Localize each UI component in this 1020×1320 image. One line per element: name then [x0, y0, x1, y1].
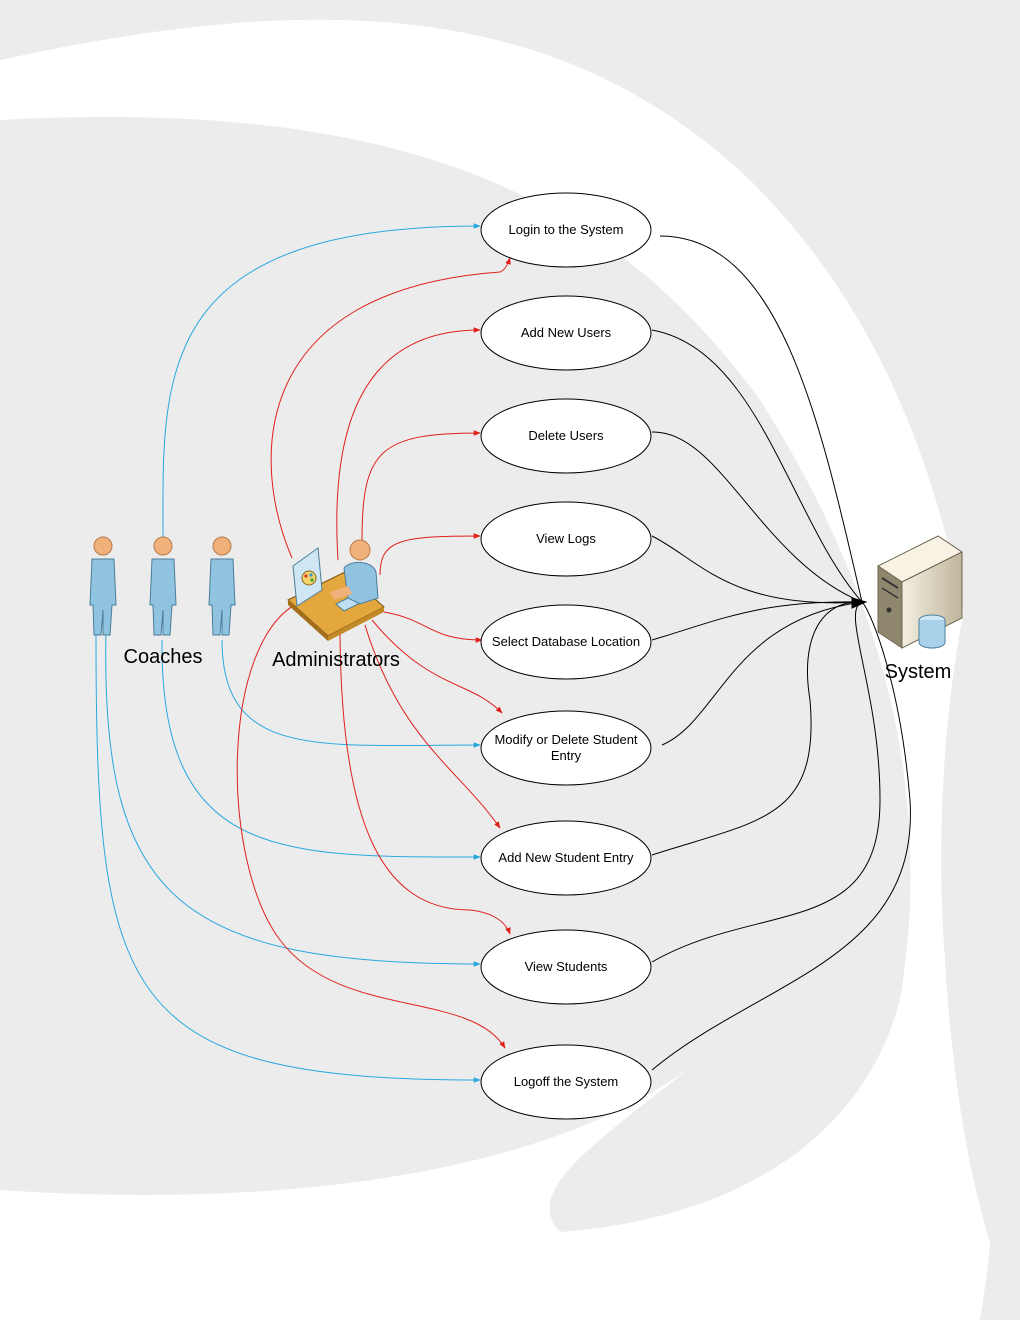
- coach-link-view-students: [105, 629, 481, 967]
- use-case-ellipse: [480, 820, 652, 896]
- use-case-label: Select Database Location: [492, 634, 640, 649]
- system-link-arrowhead: [851, 597, 868, 609]
- system-link-view-students: [651, 601, 881, 963]
- use-case-add-student[interactable]: Add New Student Entry: [480, 820, 652, 896]
- coach-link-login: [162, 223, 481, 541]
- admin-link-logoff: [236, 601, 506, 1049]
- system-connectors: [651, 235, 911, 1071]
- person-icon: [149, 536, 177, 636]
- administrators-actor-group[interactable]: Administrators: [272, 539, 400, 671]
- use-case-select-db[interactable]: Select Database Location: [480, 604, 652, 680]
- admin-link-delete-users: [361, 430, 481, 541]
- person-icon: [208, 536, 236, 636]
- admin-link-view-students: [339, 624, 511, 935]
- use-case-label: Modify or Delete Student: [494, 732, 637, 747]
- coaches-label: Coaches: [124, 646, 203, 668]
- use-case-view-students[interactable]: View Students: [480, 929, 652, 1005]
- coach-link-logoff: [95, 634, 481, 1083]
- admin-link-select-db: [383, 611, 483, 643]
- use-case-logoff[interactable]: Logoff the System: [480, 1044, 652, 1120]
- use-case-ellipse: [480, 929, 652, 1005]
- admin-link-add-users: [336, 327, 481, 561]
- admin-link-login: [270, 257, 511, 559]
- system-actor-group[interactable]: System: [877, 535, 963, 683]
- use-case-label: Delete Users: [528, 428, 604, 443]
- admin-workstation-icon: [287, 539, 385, 641]
- server-icon: [877, 535, 963, 649]
- coach-connectors: [95, 223, 481, 1083]
- admin-link-modify-student: [371, 619, 503, 714]
- administrators-label: Administrators: [272, 649, 400, 671]
- system-link-logoff: [651, 601, 911, 1071]
- use-case-ellipse: [480, 710, 652, 786]
- admin-link-view-logs: [379, 533, 481, 576]
- use-case-label: View Students: [525, 959, 608, 974]
- use-case-label: Login to the System: [509, 222, 624, 237]
- use-case-delete-users[interactable]: Delete Users: [480, 398, 652, 474]
- coaches-actor-group[interactable]: Coaches: [89, 536, 236, 668]
- system-link-select-db: [651, 601, 863, 641]
- coach-link-add-student: [161, 639, 481, 860]
- use-case-ellipse: [480, 501, 652, 577]
- system-label: System: [885, 661, 952, 683]
- use-case-label: Entry: [551, 748, 582, 763]
- system-link-login: [659, 235, 863, 603]
- admin-connectors: [236, 257, 511, 1049]
- system-link-add-users: [651, 329, 863, 603]
- use-case-view-logs[interactable]: View Logs: [480, 501, 652, 577]
- use-case-add-users[interactable]: Add New Users: [480, 295, 652, 371]
- use-case-ellipse: [480, 192, 652, 268]
- use-case-ellipse: [480, 398, 652, 474]
- person-icon: [89, 536, 117, 636]
- admin-link-add-student: [364, 624, 501, 829]
- use-case-ellipse: [480, 604, 652, 680]
- coach-link-modify-student: [221, 639, 481, 748]
- system-link-modify-student: [661, 601, 863, 746]
- system-link-delete-users: [651, 431, 863, 603]
- use-case-login[interactable]: Login to the System: [480, 192, 652, 268]
- use-case-ellipse: [480, 295, 652, 371]
- system-link-add-student: [651, 601, 863, 856]
- use-case-label: Logoff the System: [514, 1074, 619, 1089]
- use-case-ellipse: [480, 1044, 652, 1120]
- use-case-label: Add New Users: [521, 325, 612, 340]
- use-case-label: View Logs: [536, 531, 596, 546]
- use-case-label: Add New Student Entry: [498, 850, 634, 865]
